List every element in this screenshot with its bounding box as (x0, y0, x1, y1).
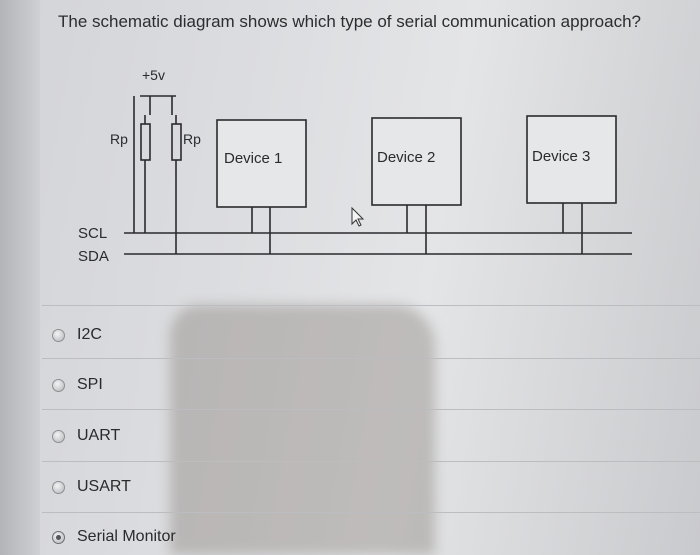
resistor-left-icon (140, 123, 151, 161)
resistor-right-icon (171, 123, 182, 161)
device-3-box (526, 115, 617, 204)
screen-bezel (0, 0, 40, 555)
option-label: I2C (77, 326, 102, 343)
supply-label: +5v (142, 67, 165, 83)
device-1-box (216, 119, 307, 208)
option-serial-monitor[interactable]: Serial Monitor (52, 526, 176, 548)
radio-button-icon[interactable] (52, 378, 65, 392)
device-2-box (371, 117, 462, 206)
device-2-label: Device 2 (377, 149, 435, 166)
option-divider (42, 512, 700, 513)
option-divider (42, 358, 700, 359)
option-divider (42, 305, 700, 306)
option-uart[interactable]: UART (52, 425, 120, 447)
option-label: Serial Monitor (77, 528, 176, 545)
radio-button-icon[interactable] (52, 480, 65, 494)
device-3-label: Device 3 (532, 148, 590, 165)
resistor-right-label: Rp (183, 131, 201, 147)
schematic-diagram: +5v Rp Rp SCL SDA Device 1 Device 2 Devi… (78, 67, 632, 265)
shadow-overlay (170, 305, 435, 555)
option-divider (42, 409, 700, 410)
device-1-label: Device 1 (224, 150, 282, 167)
mouse-cursor-icon (351, 206, 365, 227)
option-label: UART (77, 427, 121, 444)
radio-button-icon[interactable] (52, 328, 65, 342)
radio-button-selected-icon[interactable] (52, 530, 65, 544)
option-divider (42, 461, 700, 462)
question-text: The schematic diagram shows which type o… (58, 12, 641, 31)
option-label: USART (77, 478, 131, 495)
option-spi[interactable]: SPI (52, 374, 103, 396)
option-usart[interactable]: USART (52, 476, 131, 498)
resistor-left-label: Rp (110, 131, 128, 147)
radio-button-icon[interactable] (52, 429, 65, 443)
option-i2c[interactable]: I2C (52, 324, 102, 346)
scl-label: SCL (78, 225, 107, 242)
sda-label: SDA (78, 248, 109, 265)
option-label: SPI (77, 376, 103, 393)
